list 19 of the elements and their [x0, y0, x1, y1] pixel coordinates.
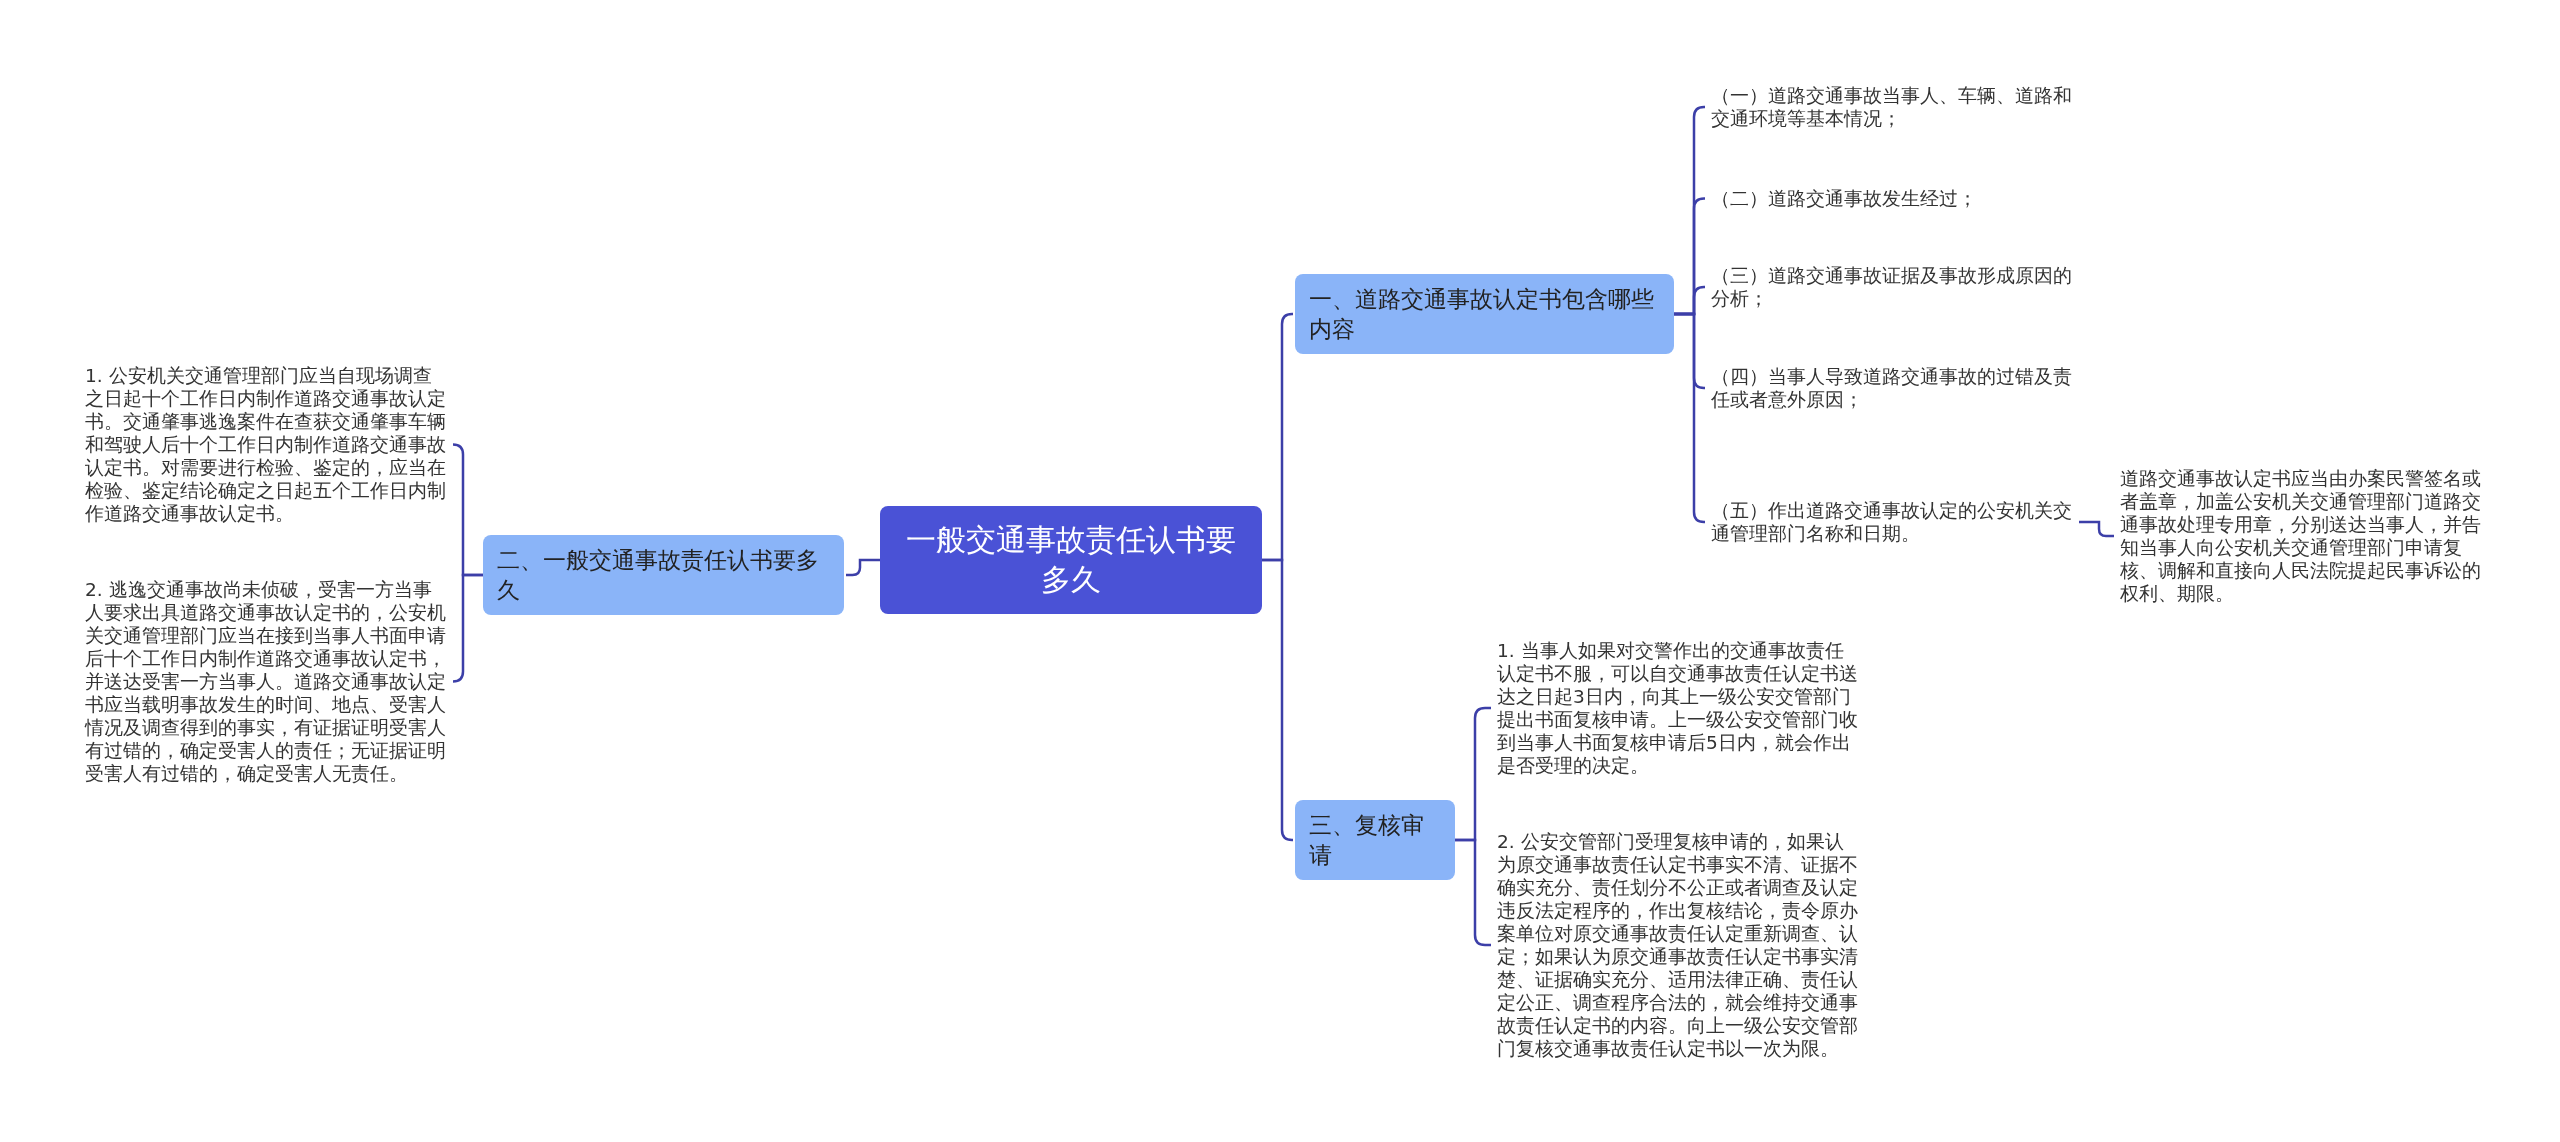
subtopic-text: 道路交通事故认定书应当由办案民警签名或者盖章，加盖公安机关交通管理部门道路交通事故处理专用章，分别送达当事人，并告知当事人向公安机关交通管理部门申请复核、调解和直接向人民法院提起民事诉讼的权利、期限。: [2116, 465, 2486, 607]
central-topic-box: 一般交通事故责任认书要多久: [880, 506, 1262, 614]
connector-line: [2079, 520, 2114, 538]
subtopic-text: 2. 公安交管部门受理复核申请的，如果认为原交通事故责任认定书事实不清、证据不确实充分、责任划分不公正或者调查及认定违反法定程序的，作出复核结论，责令原办案单位对原交通事故责任认定重新调查、认定；如果认为原交通事故责任认定书事实清楚、证据确实充分、适用法律正确、责任认定公正、调查程序合法的，就会维持交通事故责任认定书的内容。向上一级公安交管部门复核交通事故责任认定书以一次为限。: [1493, 828, 1865, 1062]
subtopic-text: 2. 逃逸交通事故尚未侦破，受害一方当事人要求出具道路交通事故认定书的，公安机关交通管理部门应当在接到当事人书面申请后十个工作日内制作道路交通事故认定书，并送达受害一方当事人。道路交通事故认定书应当载明事故发生的时间、地点、受害人情况及调查得到的事实，有证据证明受害人有过错的，确定受害人的责任；无证据证明受害人有过错的，确定受害人无责任。: [81, 576, 451, 787]
topic-box: 二、一般交通事故责任认书要多久: [483, 535, 844, 615]
subtopic-text: （一）道路交通事故当事人、车辆、道路和交通环境等基本情况；: [1707, 82, 2079, 132]
subtopic-text: （三）道路交通事故证据及事故形成原因的分析；: [1707, 262, 2079, 312]
subtopic-text: （四）当事人导致道路交通事故的过错及责任或者意外原因；: [1707, 363, 2079, 413]
connector-line: [846, 558, 880, 577]
connector-line: [1674, 312, 1706, 524]
subtopic-text: （五）作出道路交通事故认定的公安机关交通管理部门名称和日期。: [1707, 497, 2079, 547]
subtopic-text: 1. 公安机关交通管理部门应当自现场调查之日起十个工作日内制作道路交通事故认定书。交通肇事逃逸案件在查获交通肇事车辆和驾驶人后十个工作日内制作道路交通事故认定书。对需要进行检验、鉴定的，应当在检验、鉴定结论确定之日起五个工作日内制作道路交通事故认定书。: [81, 362, 451, 527]
topic-box: 一、道路交通事故认定书包含哪些内容: [1295, 274, 1674, 354]
subtopic-text: 1. 当事人如果对交警作出的交通事故责任认定书不服，可以自交通事故责任认定书送达之日起3日内，向其上一级公安交管部门提出书面复核申请。上一级公安交管部门收到当事人书面复核申请后5日内，就会作出是否受理的决定。: [1493, 637, 1865, 779]
topic-box: 三、复核审请: [1295, 800, 1455, 880]
connector-line: [1262, 558, 1294, 842]
subtopic-text: （二）道路交通事故发生经过；: [1707, 185, 2079, 212]
connector-line: [451, 573, 483, 683]
